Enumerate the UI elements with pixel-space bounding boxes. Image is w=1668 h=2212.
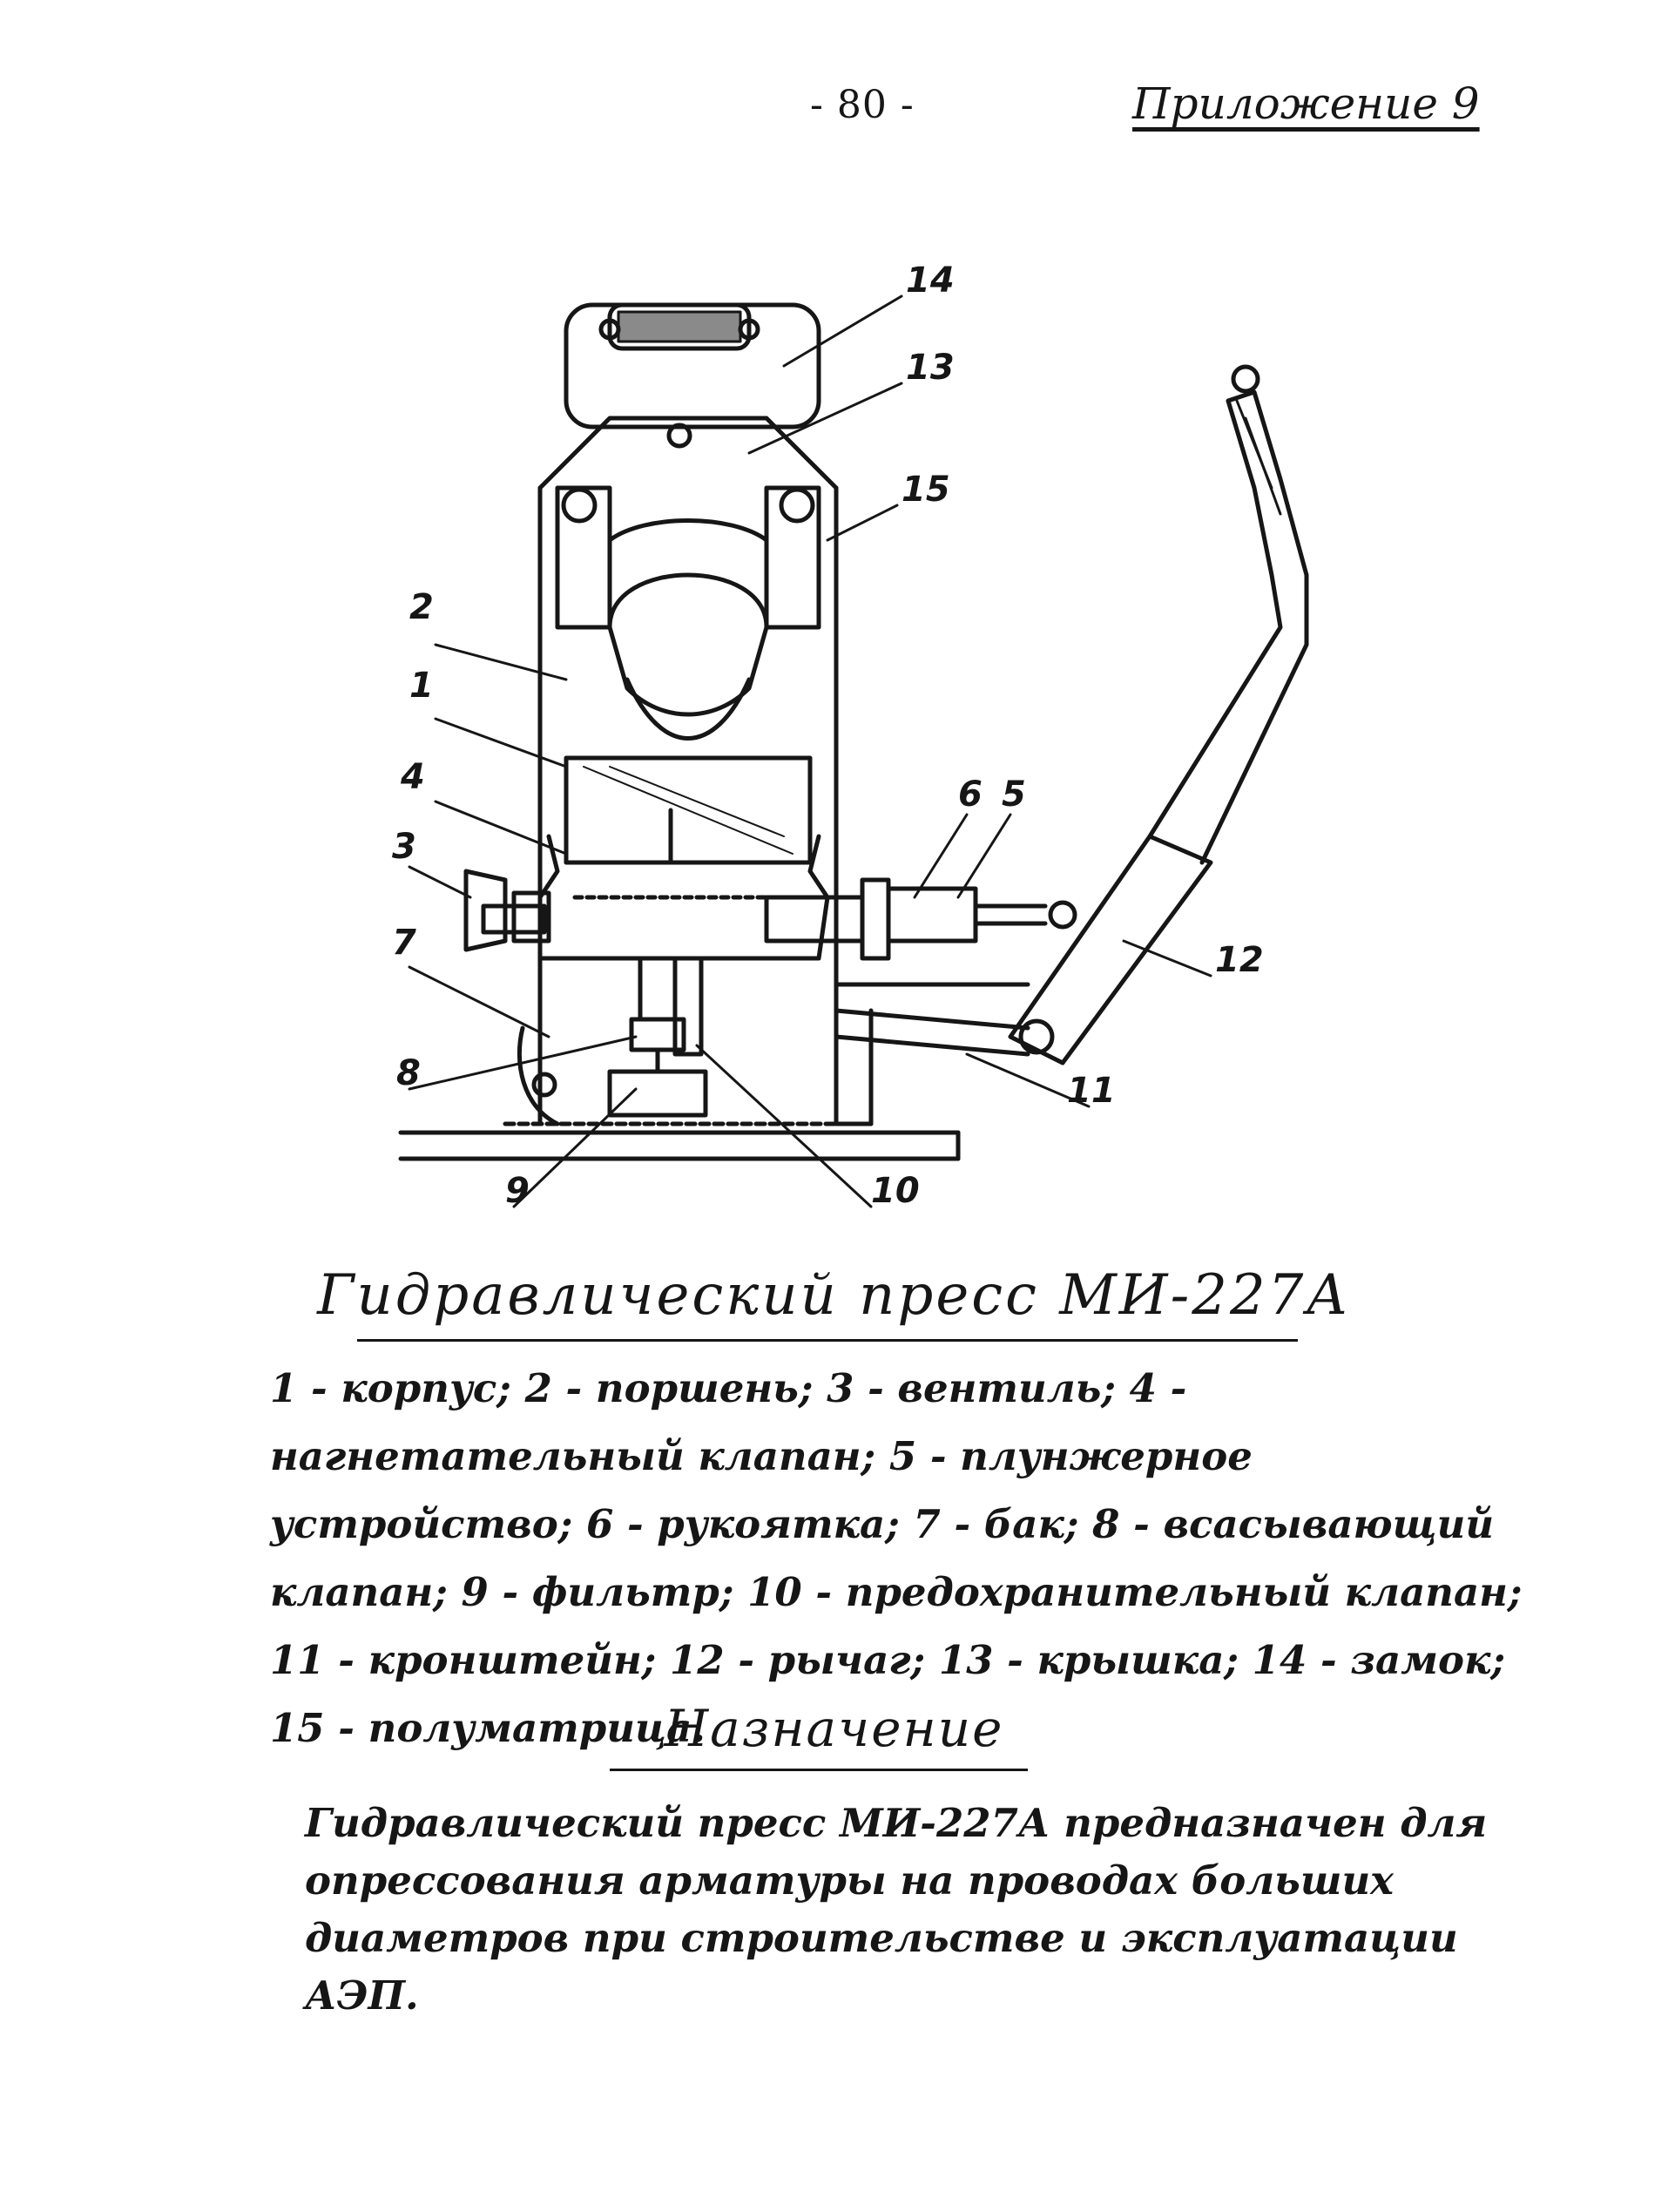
lever xyxy=(1008,364,1309,1065)
section-underline xyxy=(610,1769,1028,1771)
callout-12: 12 xyxy=(1215,940,1264,980)
callout-3: 3 xyxy=(392,827,416,867)
safety-valve xyxy=(672,956,704,1057)
callout-1: 1 xyxy=(409,666,434,706)
piston xyxy=(564,755,813,865)
callout-9: 9 xyxy=(505,1171,530,1211)
appendix-label: Приложение 9 xyxy=(1132,78,1480,129)
frame xyxy=(537,485,839,1126)
callout-4: 4 xyxy=(400,757,425,797)
leader-lines xyxy=(408,294,1212,1208)
body xyxy=(537,808,830,961)
title-underline xyxy=(357,1339,1298,1342)
figure-title: Гидравлический пресс МИ-227А xyxy=(317,1263,1351,1328)
callout-15: 15 xyxy=(902,470,950,510)
callout-7: 7 xyxy=(392,923,416,963)
callout-8: 8 xyxy=(396,1053,421,1093)
page-number: - 80 - xyxy=(810,83,915,127)
plunger xyxy=(764,877,1077,961)
purpose-text: Гидравлический пресс МИ-227А предназначе… xyxy=(305,1800,1488,2019)
callout-13: 13 xyxy=(906,348,955,388)
callout-14: 14 xyxy=(906,260,955,301)
callout-11: 11 xyxy=(1067,1071,1116,1111)
callout-10: 10 xyxy=(871,1171,920,1211)
callout-2: 2 xyxy=(409,587,434,627)
valve xyxy=(463,869,551,952)
cover xyxy=(537,416,839,490)
section-heading: Назначение xyxy=(664,1699,1004,1758)
tank xyxy=(517,956,560,1126)
callout-labels: 14 13 15 2 1 4 3 7 8 9 10 11 12 6 5 xyxy=(392,260,1264,1211)
callout-5: 5 xyxy=(1002,775,1026,815)
callout-6: 6 xyxy=(958,775,983,815)
suction-valve xyxy=(607,956,708,1118)
figure-legend: 1 - корпус; 2 - поршень; 3 - вентиль; 4 … xyxy=(270,1365,1523,1751)
bracket xyxy=(834,982,1030,1126)
lock-handle xyxy=(564,302,821,430)
base-plate xyxy=(398,1121,961,1161)
